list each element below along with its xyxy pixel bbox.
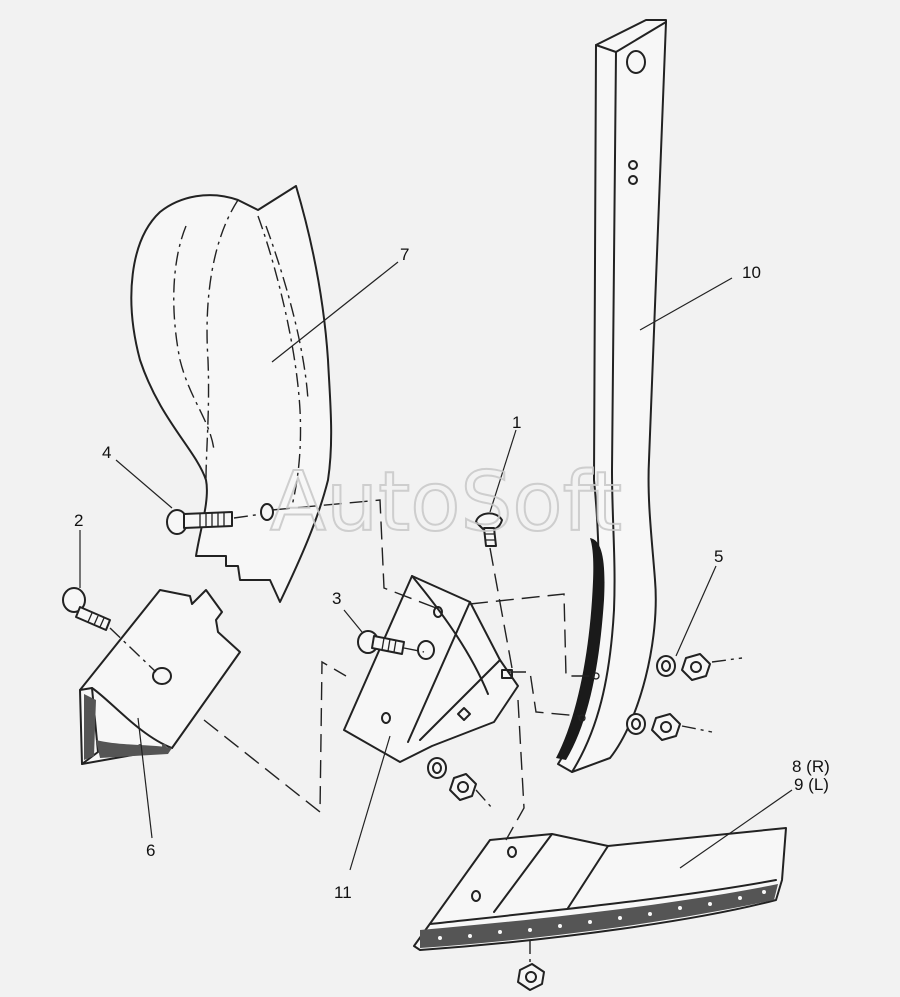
callout-8: 8 (R) xyxy=(792,757,830,776)
part-2-bolt xyxy=(62,587,157,673)
callout-6: 6 xyxy=(146,841,155,860)
callout-5: 5 xyxy=(714,547,723,566)
callout-labels: 1 2 3 4 5 6 7 8 (R) 9 (L) 10 11 xyxy=(74,245,830,902)
part-8-9-share xyxy=(413,827,787,991)
plate-nut-washer xyxy=(427,757,493,809)
part-6-point xyxy=(79,589,241,765)
assembly-lines xyxy=(203,499,594,841)
moldboard-bolt-hole xyxy=(260,503,274,521)
point-bolt-hole xyxy=(152,667,172,685)
callout-11: 11 xyxy=(334,883,352,902)
part-7-moldboard xyxy=(130,185,333,603)
callout-3: 3 xyxy=(332,589,341,608)
shank-hole xyxy=(628,175,638,185)
callout-7: 7 xyxy=(400,245,409,264)
part-4-bolt xyxy=(166,509,263,535)
part-11-plate xyxy=(343,575,519,763)
callout-1: 1 xyxy=(512,413,521,432)
part-10-shank xyxy=(556,19,667,773)
part-1-bolt xyxy=(475,512,503,547)
callout-10: 10 xyxy=(742,263,761,282)
shank-top-hole xyxy=(626,50,646,74)
autosoft-watermark: AutoSoft xyxy=(270,455,622,550)
callout-2: 2 xyxy=(74,511,83,530)
callout-4: 4 xyxy=(102,443,111,462)
part-5-nuts-washers xyxy=(626,653,743,741)
shank-hole xyxy=(628,160,638,170)
callout-9: 9 (L) xyxy=(794,775,829,794)
part-3-bolt xyxy=(357,630,425,655)
leader-lines xyxy=(79,261,793,871)
